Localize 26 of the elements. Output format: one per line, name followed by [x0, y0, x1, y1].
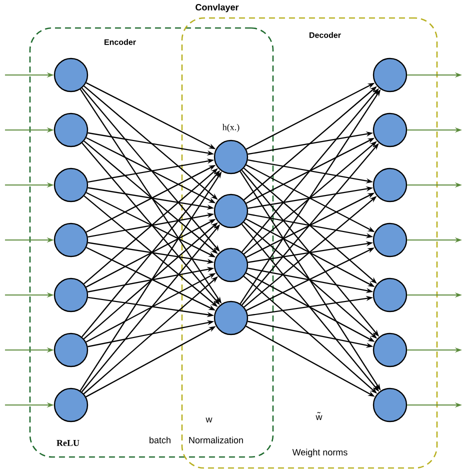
text-label: Weight norms — [292, 448, 348, 458]
node-caption: h(x.) — [222, 124, 240, 132]
neuron-circle — [214, 194, 248, 228]
neuron-circle — [372, 58, 408, 92]
neuron-circle — [372, 222, 408, 258]
neuron-circle — [54, 168, 88, 202]
text-label: batch — [150, 436, 170, 444]
neuron-circle — [214, 140, 248, 174]
neuron-circle — [214, 248, 248, 282]
neuron-circle — [54, 332, 88, 368]
neuron-circle — [372, 278, 408, 312]
text-label: Normalization — [189, 436, 243, 444]
neuron-circle — [372, 332, 408, 368]
text-label: ReLU — [56, 440, 80, 446]
neuron-circle — [54, 58, 88, 92]
text-label: w̃ — [316, 412, 322, 420]
neuron-circle — [372, 388, 408, 422]
neuron-circle — [372, 112, 408, 148]
neuron-circle — [54, 112, 88, 148]
neuron-circle — [214, 300, 248, 336]
neuron-circle — [54, 278, 88, 312]
title: Convlayer — [196, 4, 239, 12]
text-label: w — [206, 418, 212, 422]
neuron-circle — [54, 222, 88, 258]
neuron-circle — [372, 168, 408, 202]
neuron-circle — [54, 388, 88, 422]
